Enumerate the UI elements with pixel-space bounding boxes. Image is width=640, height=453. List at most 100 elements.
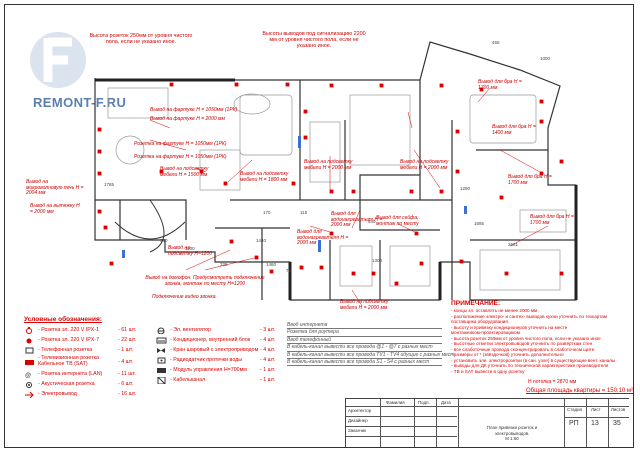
svg-text:1685: 1685 <box>474 221 485 226</box>
lan-socket-icon: @ <box>24 371 35 379</box>
stamp-sheets: 35 <box>613 420 621 427</box>
plan-note: Вывод для бра H = 1700 мм <box>478 79 522 91</box>
legend-item: - Кондиционер, внутренний блок- 4 шт. <box>156 336 275 344</box>
plan-note: Розетка на фартуке H = 1050мм (1РК) <box>134 154 227 160</box>
note-line: - выводы для ДК уточнить по технической … <box>451 363 609 369</box>
fan-icon <box>156 327 167 334</box>
wiring-note: В кабель-канал вывести все провода S1 - … <box>287 359 442 367</box>
stamp-col-head: Фамилия <box>386 400 405 405</box>
legend-item: - Модуль управления H=700мм- 1 шт. <box>156 366 275 374</box>
legend-item: - Электровывод- 16 шт. <box>24 390 136 398</box>
svg-text:1460: 1460 <box>266 262 277 267</box>
plan-note-intercom: Вывод на домофон. Предусмотреть подключе… <box>145 275 265 287</box>
legend-item: - Кабельканал- 1 шт. <box>156 376 275 384</box>
legend-title: Условные обозначения: <box>24 316 102 323</box>
note-line: - все слаботочные провода сконцентрирова… <box>451 346 595 352</box>
legend-item: - Розетка эл. 220 V IPX-7- 22 шт. <box>24 336 136 344</box>
plan-note: Вывод для сейфа, монтаж по месту <box>376 215 419 227</box>
note-line: - высотные отметки электровыводов уточни… <box>451 341 593 347</box>
note-line: - ТВ и SAT вывести в одну розетку <box>451 369 525 375</box>
plan-note: Вывод для бра H = 1700 мм <box>530 214 574 226</box>
stamp-role: Дизайнер <box>348 418 368 423</box>
legend-item: - Радиодатчик протечки воды- 4 шт. <box>156 356 275 364</box>
leak-sensor-icon <box>156 357 167 364</box>
legend-item: - Акустическая розетка- 6 шт. <box>24 380 133 388</box>
svg-text:115: 115 <box>300 210 308 215</box>
brand-logo-icon <box>30 32 86 88</box>
plan-note: Вывод на подсветку мебели H = 2000 мм <box>304 159 353 171</box>
ceiling-height: Н потолка = 2870 мм <box>528 379 577 385</box>
svg-text:@: @ <box>25 373 31 378</box>
plan-note: Вывод на фартуке H = 2000 мм <box>150 116 225 122</box>
plan-note: Вывод для водонагревателя H = 2000 мм <box>297 229 349 247</box>
svg-text:1785: 1785 <box>104 182 115 187</box>
legend-item: - Кран шаровый с электроприводом- 4 шт. <box>156 346 275 354</box>
svg-text:1440: 1440 <box>256 238 267 243</box>
svg-text:1300: 1300 <box>372 258 383 263</box>
note-line: монтажником-проектировщиком <box>451 330 520 336</box>
tv-socket-icon <box>24 359 35 366</box>
stamp-sheet-head: Лист <box>591 407 601 412</box>
stamp-role: Заказчик <box>348 428 367 433</box>
stamp-col-head: Дата <box>441 400 451 405</box>
cable-channel-icon <box>156 376 167 384</box>
svg-text:360: 360 <box>160 238 168 243</box>
plan-note: Вывод на подсветку мебели H = 2000 мм <box>400 159 449 171</box>
wiring-note: Ввод интернета <box>287 322 442 330</box>
note-line: поставщика оборудования. <box>451 319 510 325</box>
legend-item: @ - Розетка интернета (LAN)- 11 шт. <box>24 371 136 379</box>
plan-note: Вывод на подсветку H=1200 <box>168 245 213 257</box>
plan-note: Вывод на подсветку мебели H = 1500 мм <box>160 166 209 178</box>
wiring-note: Ввод телефонный <box>287 337 442 345</box>
title-block: Архитектор Дизайнер Заказчик Фамилия Под… <box>345 398 629 447</box>
note-line: - высоту и привязку кондиционеров уточни… <box>451 324 568 330</box>
control-module-icon <box>156 367 167 374</box>
legend-item: - Телевизионная розетка Кабельное ТВ (SA… <box>24 356 133 368</box>
svg-text:1100: 1100 <box>185 246 195 251</box>
stamp-role: Архитектор <box>348 408 372 413</box>
stamp-sheet: 13 <box>591 420 599 427</box>
ac-indoor-icon <box>156 337 167 344</box>
acoustic-socket-icon <box>24 381 35 388</box>
plan-note-video: Подключение видео звонка. <box>152 294 217 300</box>
svg-text:1000: 1000 <box>540 56 551 61</box>
plan-note: Вывод на подсветку мебели H = 1800 мм <box>240 171 289 183</box>
note-line: - расположение электро- и сантех- выводо… <box>451 313 608 319</box>
plan-note: Розетка на фартуке H = 1050мм (1РК) <box>134 141 227 147</box>
phone-socket-icon <box>24 347 35 354</box>
note-line: - установить эле. электророзетки (в сан.… <box>451 357 616 363</box>
svg-text:325: 325 <box>220 262 228 267</box>
socket-ipx1-icon <box>24 326 35 334</box>
socket-ipx7-icon <box>24 337 35 344</box>
plan-note: Вывод для водонагревателя H = 2000 мм <box>331 211 383 229</box>
plan-note: Вывод на вытяжку H = 2000 мм <box>30 203 80 215</box>
svg-text:170: 170 <box>263 210 271 215</box>
drawing-sheet <box>4 4 634 448</box>
plan-note: Вывод на подсветку мебели H = 2000 мм <box>340 299 389 311</box>
plan-note: Вывод для бра H = 1400 мм <box>492 124 536 136</box>
notes-title: ПРИМЕЧАНИЕ: <box>451 300 501 307</box>
note-line: - размеры от * (звёздочкой) уточнить доп… <box>451 352 564 358</box>
legend-item: - Розетка эл. 220 V IPX-1- 61 шт. <box>24 326 136 334</box>
plan-note: Вывод на микроволновую печь H = 2004 мм <box>26 179 84 197</box>
electric-outlet-icon <box>24 391 35 398</box>
legend-item: - Телефонная розетка- 1 шт. <box>24 346 133 354</box>
ball-valve-icon <box>156 347 167 354</box>
plan-note: Вывод для бра H = 1700 мм <box>508 174 552 186</box>
wiring-note: Розетка для роутера <box>287 329 442 337</box>
stamp-stage-head: Стадия <box>567 407 582 412</box>
total-area: Общая площадь квартиры = 150,10 м² <box>526 388 634 394</box>
wiring-note: В кабель-канал вывести все провода @1 - … <box>287 344 442 352</box>
svg-text:1290: 1290 <box>460 186 471 191</box>
svg-text:2661: 2661 <box>508 242 519 247</box>
svg-text:455: 455 <box>492 40 500 45</box>
note-line: - высота розеток 250мм от уровня чистого… <box>451 335 601 341</box>
brand-logo-text: REMONT-F.RU <box>33 95 127 110</box>
legend-item: - Эл. вентилятор- 3 шт. <box>156 326 275 334</box>
stamp-stage: РП <box>569 420 579 427</box>
note-line: - концы эл. оставлять не менее 2000 мм <box>451 308 538 313</box>
